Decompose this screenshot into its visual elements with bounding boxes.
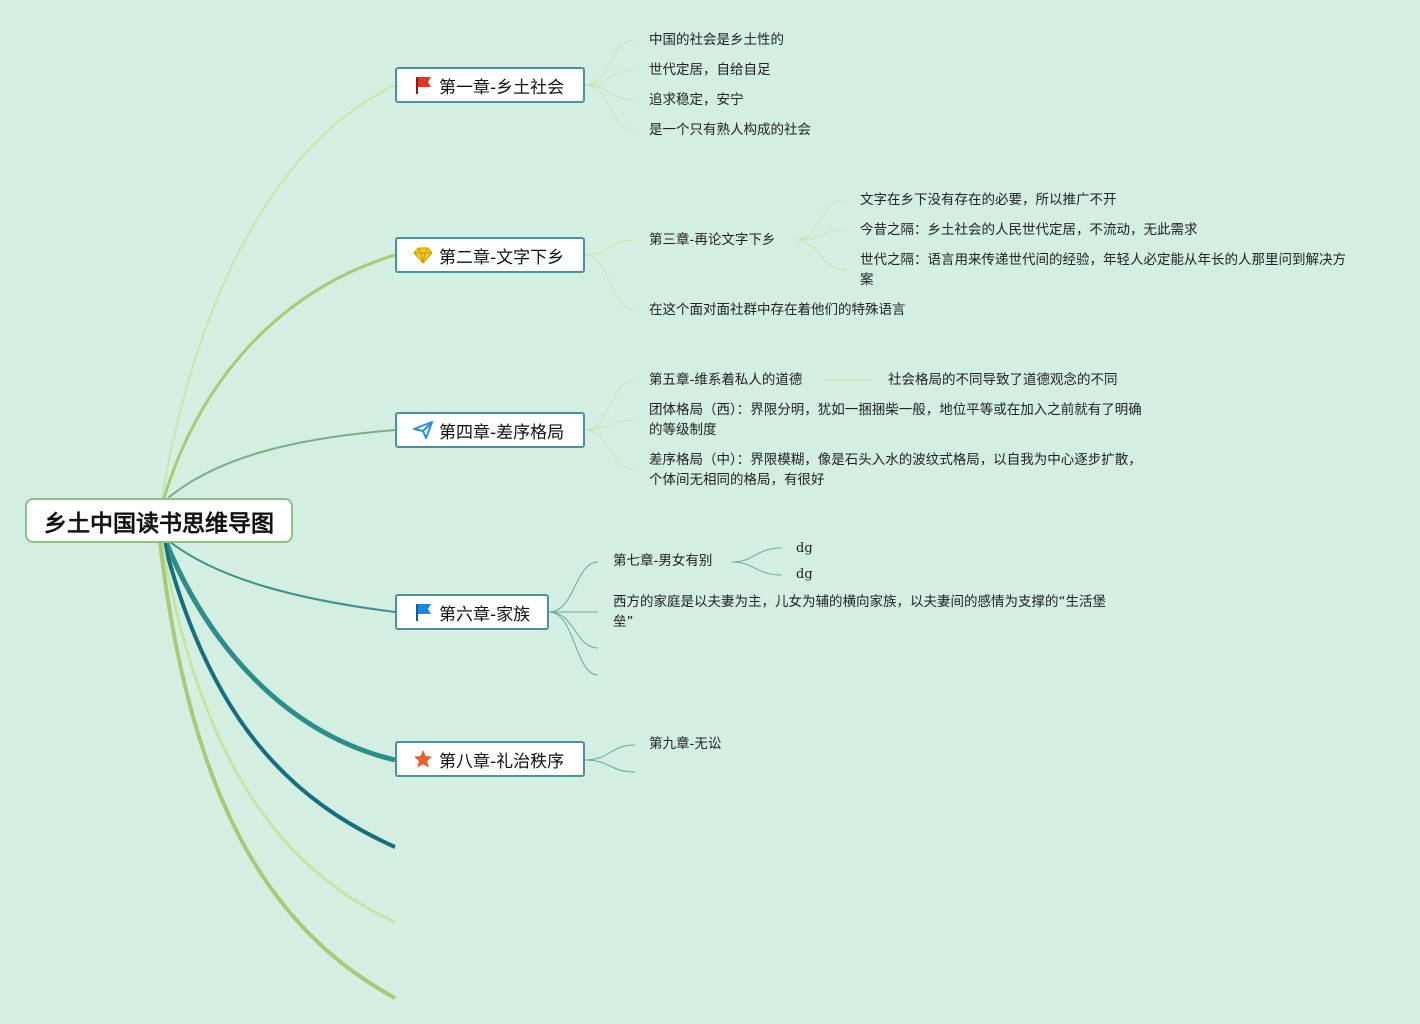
subtopic-chapter-3[interactable]: 第三章-再论文字下乡 [649,232,776,248]
leaf-chapter-5-item-1[interactable]: 社会格局的不同导致了道德观念的不同 [888,372,1118,388]
root-topic-label: 乡土中国读书思维导图 [44,510,274,537]
topic-chapter-6-label: 第六章-家族 [439,604,531,625]
leaf-chapter-4-item-2[interactable]: 差序格局（中）：界限模糊，像是石头入水的波纹式格局，以自我为中心逐步扩散，个体间… [649,452,1142,488]
leaf-chapter-8-item-1[interactable]: 第九章-无讼 [649,736,722,752]
root-topic[interactable]: 乡土中国读书思维导图 [25,498,293,543]
leaf-chapter-1-item-2[interactable]: 世代定居，自给自足 [649,62,771,78]
red-flag-icon [413,75,433,95]
subtopic-chapter-7[interactable]: 第七章-男女有别 [613,553,713,569]
leaf-chapter-1-item-4[interactable]: 是一个只有熟人构成的社会 [649,122,811,138]
leaf-chapter-2-item-1[interactable]: 在这个面对面社群中存在着他们的特殊语言 [649,302,906,318]
leaf-chapter-1-item-3[interactable]: 追求稳定，安宁 [649,92,744,108]
topic-chapter-8-label: 第八章-礼治秩序 [439,751,565,772]
topic-chapter-1[interactable]: 第一章-乡土社会 [395,67,585,103]
topic-chapter-2[interactable]: 第二章-文字下乡 [395,237,585,273]
diamond-icon [413,245,433,265]
topic-chapter-4-label: 第四章-差序格局 [439,422,565,443]
leaf-chapter-3-item-3[interactable]: 世代之隔：语言用来传递世代间的经验，年轻人必定能从年长的人那里问到解决方案 [860,252,1346,288]
leaf-chapter-4-item-1[interactable]: 团体格局（西）：界限分明，犹如一捆捆柴一般，地位平等或在加入之前就有了明确的等级… [649,402,1142,438]
leaf-chapter-6-item-1[interactable]: 西方的家庭是以夫妻为主，儿女为辅的横向家族，以夫妻间的感情为支撑的“生活堡垒” [613,594,1106,630]
topic-chapter-1-label: 第一章-乡土社会 [439,77,565,98]
topic-chapter-2-label: 第二章-文字下乡 [439,247,565,268]
blue-flag-icon [413,602,433,622]
paper-plane-icon [413,420,433,440]
leaf-chapter-3-item-2[interactable]: 今昔之隔：乡土社会的人民世代定居，不流动，无此需求 [860,222,1198,238]
star-icon [413,749,433,769]
leaf-chapter-1-item-1[interactable]: 中国的社会是乡土性的 [649,32,784,48]
topic-chapter-6[interactable]: 第六章-家族 [395,594,549,630]
topic-chapter-8[interactable]: 第八章-礼治秩序 [395,741,585,777]
subtopic-chapter-5[interactable]: 第五章-维系着私人的道德 [649,372,803,388]
leaf-chapter-7-item-2[interactable]: dg [796,567,813,582]
topic-chapter-4[interactable]: 第四章-差序格局 [395,412,585,448]
leaf-chapter-7-item-1[interactable]: dg [796,541,813,556]
leaf-chapter-3-item-1[interactable]: 文字在乡下没有存在的必要，所以推广不开 [860,192,1117,208]
